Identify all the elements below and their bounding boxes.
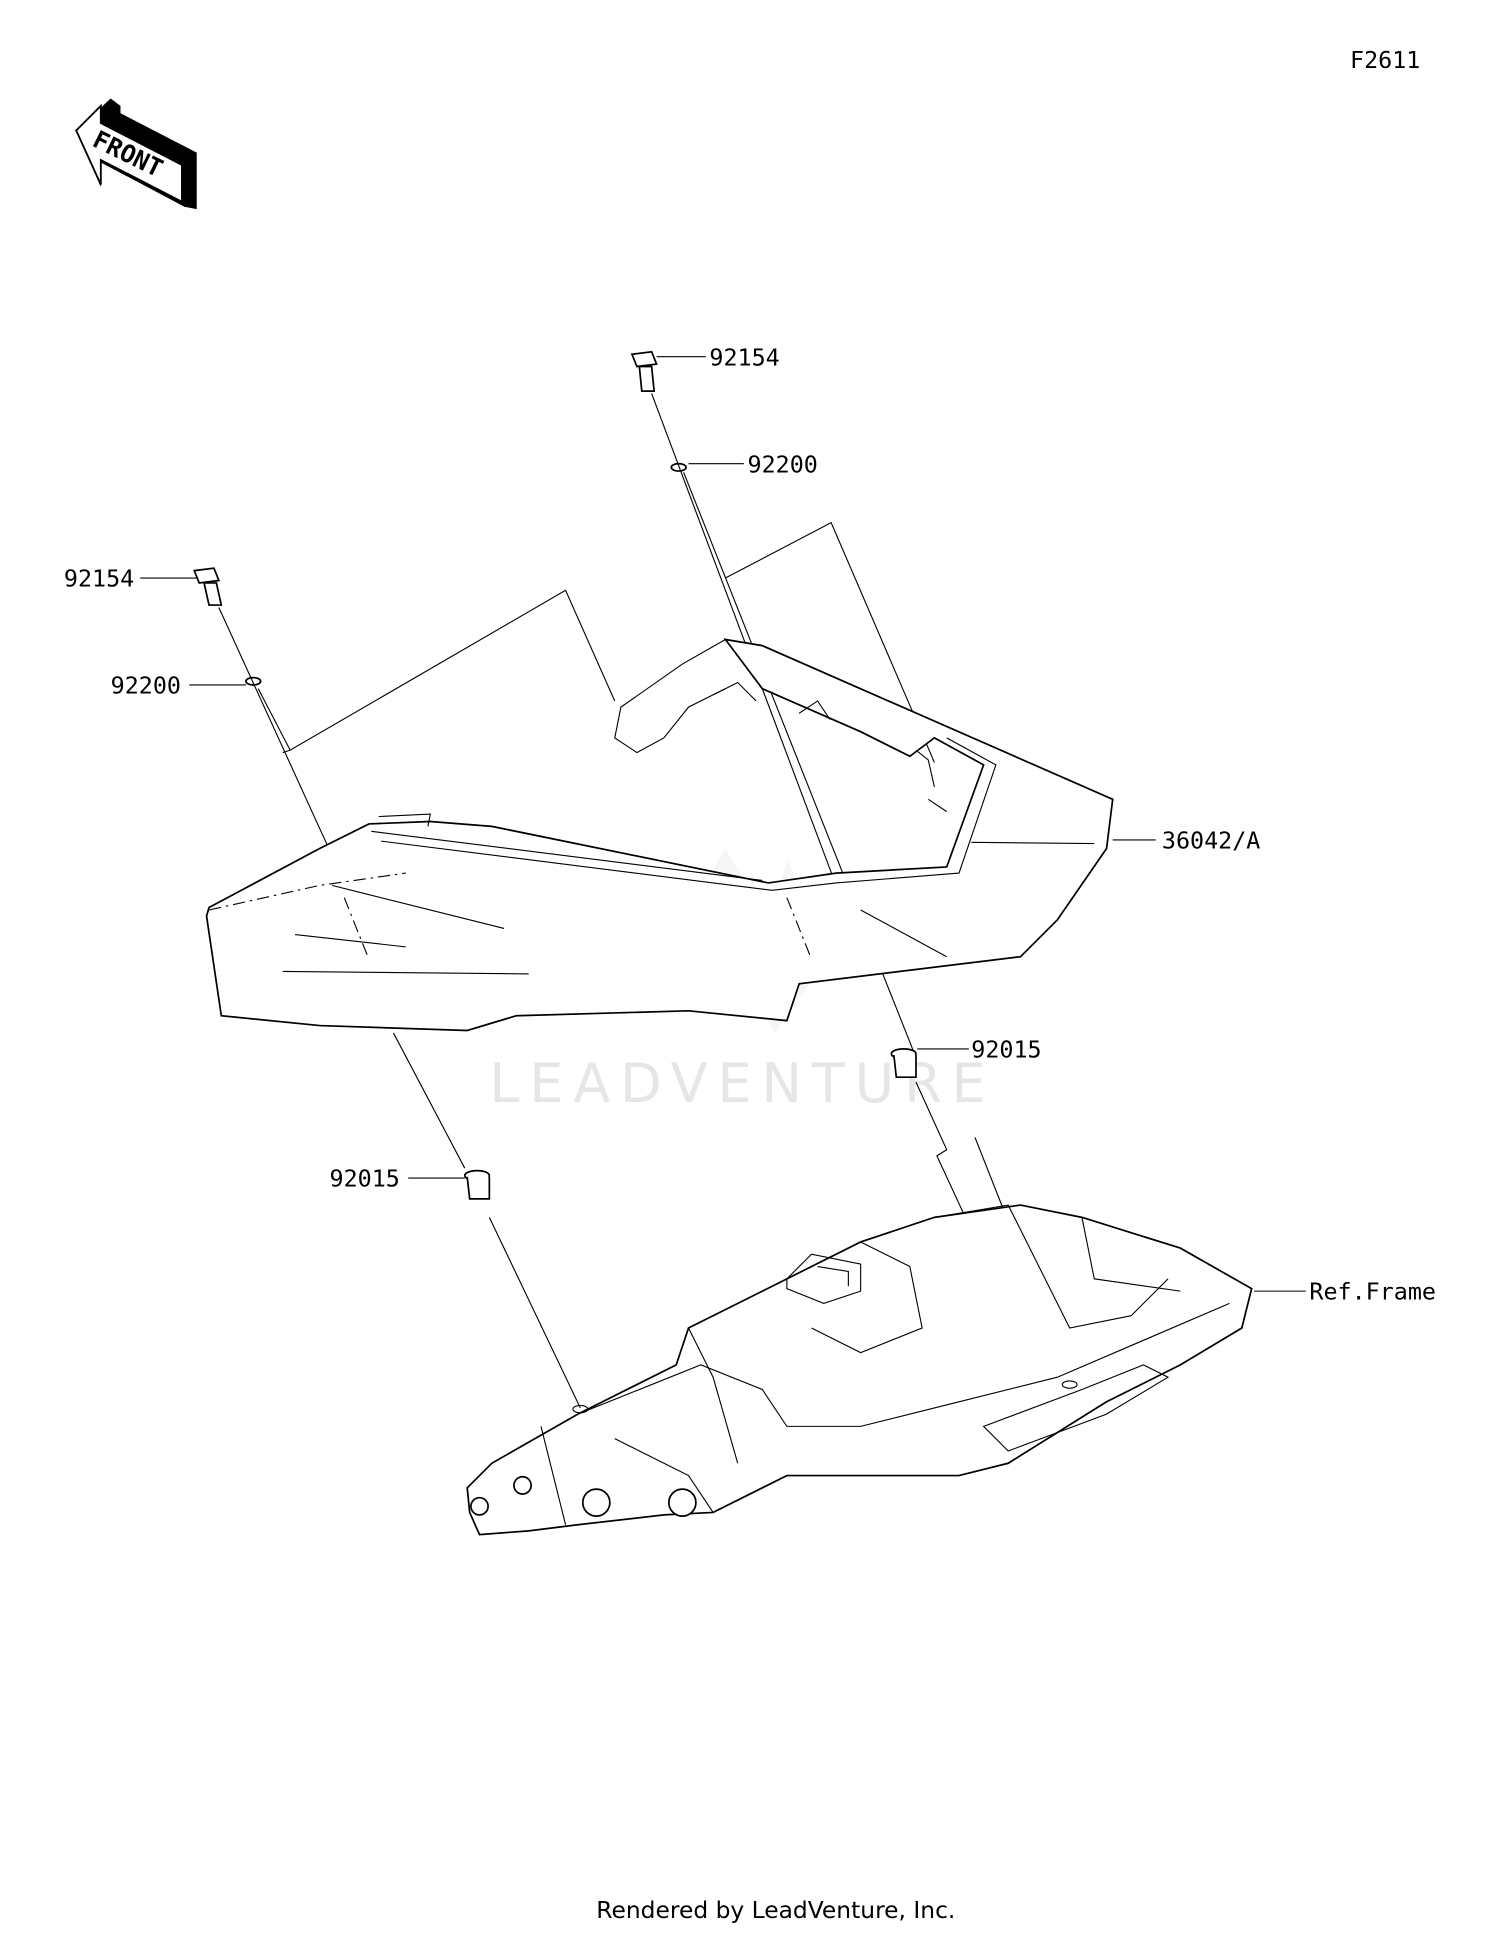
watermark-text: LEADVENTURE: [489, 1052, 995, 1115]
callout-washer-top[interactable]: 92200: [748, 450, 818, 478]
washer-left-icon: [245, 676, 262, 686]
callout-washer-left[interactable]: 92200: [111, 672, 181, 700]
callout-collar-right[interactable]: 92015: [971, 1036, 1041, 1064]
seat-cowl-part: [205, 638, 1114, 1032]
bolt-top-icon: [630, 350, 658, 392]
collar-left-icon: [463, 1169, 491, 1200]
collar-right-icon: [890, 1048, 917, 1079]
figure-code: F2611: [1350, 46, 1420, 74]
callout-bolt-left[interactable]: 92154: [64, 565, 134, 593]
bolt-left-icon: [193, 567, 223, 606]
callout-bolt-top[interactable]: 92154: [709, 343, 779, 371]
rear-frame-part: [466, 1204, 1253, 1536]
callout-frame[interactable]: Ref.Frame: [1309, 1278, 1436, 1306]
callout-collar-left[interactable]: 92015: [330, 1165, 400, 1193]
front-arrow-icon: FRONT: [75, 98, 197, 210]
footer-credit: Rendered by LeadVenture, Inc.: [596, 1896, 955, 1924]
callout-seat-cowl[interactable]: 36042/A: [1162, 827, 1260, 855]
washer-top-icon: [670, 462, 687, 472]
